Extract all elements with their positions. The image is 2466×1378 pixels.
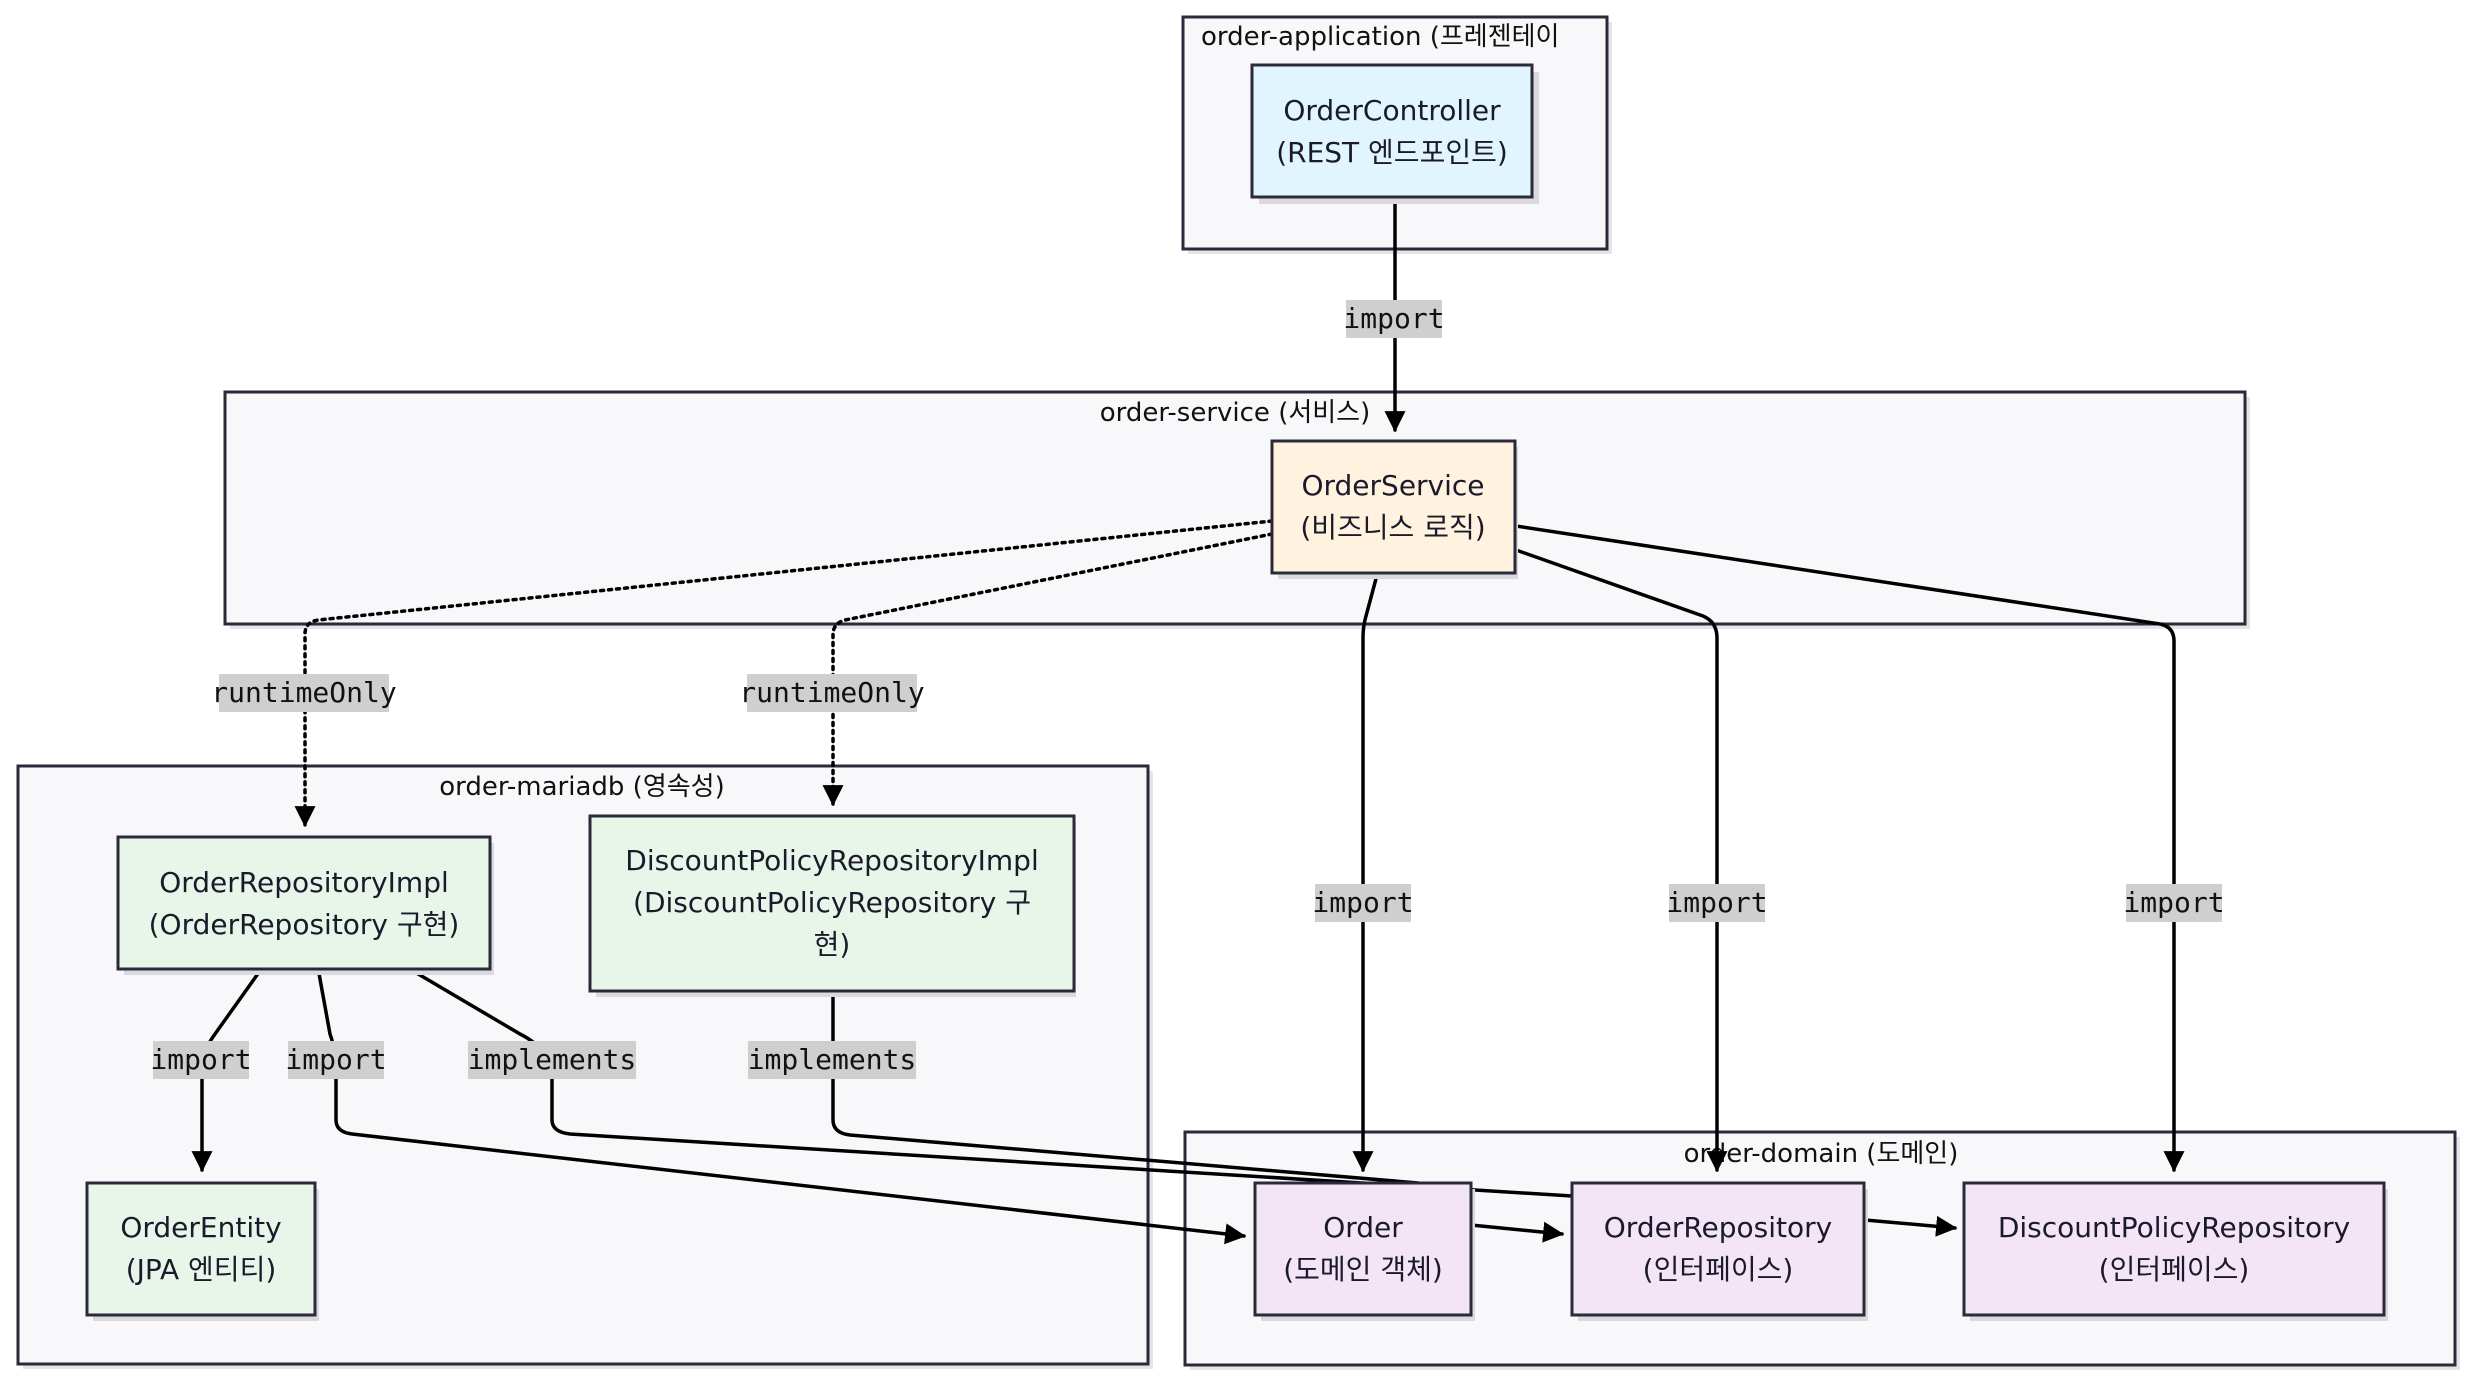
node-sublabel-continued: 현): [814, 928, 851, 961]
node-sublabel: (REST 엔드포인트): [1276, 136, 1508, 169]
node-sublabel: (인터페이스): [2099, 1253, 2250, 1286]
edge-label-discount-impl-discount-repository: implements: [748, 1041, 917, 1079]
edge-label-service-repo-impl: runtimeOnly: [211, 674, 397, 712]
cluster-label-order-mariadb: order-mariadb (영속성): [439, 772, 724, 802]
node-sublabel: (OrderRepository 구현): [149, 908, 460, 941]
edge-label-repo-impl-order-repository: implements: [468, 1041, 637, 1079]
svg-text:implements: implements: [748, 1043, 917, 1076]
cluster-label-order-domain: order-domain (도메인): [1684, 1139, 1959, 1169]
svg-text:import: import: [1343, 302, 1444, 335]
svg-text:runtimeOnly: runtimeOnly: [739, 676, 924, 709]
node-order-service[interactable]: OrderService (비즈니스 로직): [1270, 439, 1518, 579]
svg-text:import: import: [285, 1043, 386, 1076]
svg-text:import: import: [2123, 886, 2224, 919]
node-order-entity[interactable]: OrderEntity (JPA 엔티티): [85, 1181, 319, 1321]
node-label: OrderRepository: [1604, 1211, 1832, 1244]
node-sublabel: (도메인 객체): [1283, 1253, 1443, 1286]
node-order-repository-impl[interactable]: OrderRepositoryImpl (OrderRepository 구현): [116, 835, 494, 975]
edge-label-service-order: import: [1312, 884, 1414, 922]
edge-discount-impl-discount-repository: [831, 989, 1420, 1185]
edge-service-order: [1352, 573, 1379, 1173]
node-label: DiscountPolicyRepositoryImpl: [625, 844, 1038, 877]
node-sublabel: (비즈니스 로직): [1300, 511, 1485, 544]
cluster-label-order-service: order-service (서비스): [1100, 398, 1371, 428]
cluster-order-service: order-service (서비스): [223, 390, 2250, 629]
node-discount-policy-repository[interactable]: DiscountPolicyRepository (인터페이스): [1962, 1181, 2388, 1321]
edge-label-service-discount-impl: runtimeOnly: [739, 674, 925, 712]
cluster-label-order-application: order-application (프레젠테이: [1201, 22, 1559, 52]
node-label: DiscountPolicyRepository: [1998, 1211, 2350, 1244]
node-label: Order: [1323, 1211, 1403, 1244]
node-label: OrderRepositoryImpl: [159, 866, 449, 899]
node-order-controller[interactable]: OrderController (REST 엔드포인트): [1250, 63, 1539, 204]
node-sublabel: (DiscountPolicyRepository 구: [633, 886, 1031, 919]
edge-label-service-order-repository: import: [1666, 884, 1768, 922]
node-order-repository[interactable]: OrderRepository (인터페이스): [1570, 1181, 1868, 1321]
svg-text:implements: implements: [468, 1043, 637, 1076]
node-label: OrderService: [1301, 469, 1484, 502]
edge-label-controller-service: import: [1343, 300, 1445, 338]
edge-label-repo-impl-order: import: [285, 1041, 387, 1079]
svg-text:import: import: [150, 1043, 251, 1076]
edge-service-order-repository: [1514, 548, 1728, 1173]
node-discount-policy-repository-impl[interactable]: DiscountPolicyRepositoryImpl (DiscountPo…: [588, 814, 1076, 997]
edge-label-service-discount-repository: import: [2123, 884, 2225, 922]
edge-order-repository-discount-repository: [1863, 1215, 1958, 1237]
edge-order-order-repository: [1469, 1221, 1565, 1243]
node-order[interactable]: Order (도메인 객체): [1253, 1181, 1475, 1321]
svg-text:import: import: [1666, 886, 1767, 919]
node-label: OrderEntity: [120, 1211, 281, 1244]
edge-service-discount-repository: [1514, 524, 2185, 1173]
node-sublabel: (인터페이스): [1643, 1253, 1794, 1286]
node-label: OrderController: [1283, 94, 1501, 127]
edge-label-repo-impl-entity: import: [150, 1041, 252, 1079]
node-sublabel: (JPA 엔티티): [126, 1253, 277, 1286]
edge-service-discount-impl: [822, 532, 1274, 807]
svg-text:import: import: [1312, 886, 1413, 919]
edge-labels: import runtimeOnly runtimeOnly import im…: [150, 300, 2225, 1079]
edge-service-repo-impl: [294, 519, 1274, 828]
svg-text:runtimeOnly: runtimeOnly: [211, 676, 396, 709]
